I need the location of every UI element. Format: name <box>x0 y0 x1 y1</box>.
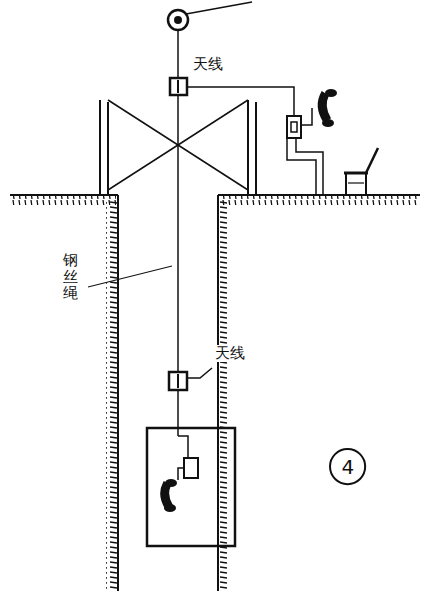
part-label: 钢丝绳 <box>62 252 79 302</box>
antenna-label: 天线 <box>214 345 246 362</box>
callout-number: 4 <box>342 455 355 479</box>
antenna-label: 天线 <box>192 56 224 73</box>
callout-circle: 4 <box>328 447 367 486</box>
